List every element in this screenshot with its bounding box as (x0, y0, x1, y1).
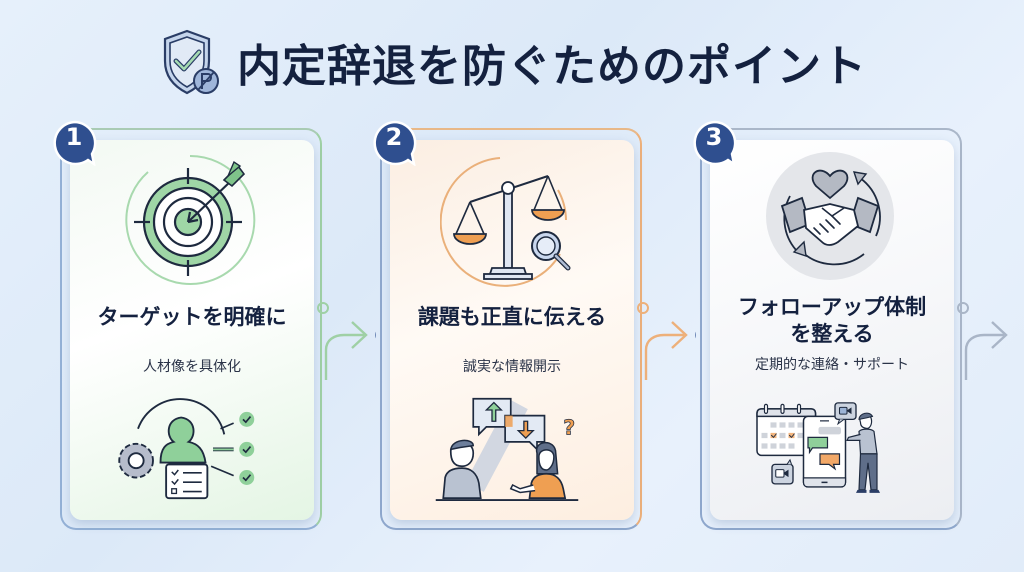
magnifier-icon (531, 231, 571, 271)
video-call-icon (771, 458, 794, 485)
header: 内定辞退を防ぐためのポイント (0, 22, 1024, 102)
step-number: 3 (705, 123, 723, 151)
calendar-icon (756, 403, 817, 457)
speech-bubble-icon (373, 120, 417, 167)
speech-bubble-icon (53, 120, 97, 167)
calendar-phone-support-icon (756, 402, 880, 493)
shield-check-icon (163, 29, 219, 95)
step-number-badge: 2 (372, 120, 418, 167)
step-card-1: 1 ターゲットを明確に 人材像を具体化 (40, 120, 322, 540)
step-number: 1 (65, 123, 83, 151)
step-number-badge: 1 (52, 120, 98, 167)
step-frame (700, 128, 962, 530)
person-icon (846, 412, 880, 493)
conversation-icon: ? (435, 397, 579, 501)
step-number-badge: 3 (692, 120, 738, 167)
step-card-3: 3 フォローアップ体制 を整える 定期的な連絡・サポート (680, 120, 962, 540)
step-title-line-1: フォローアップ体制 (737, 295, 927, 319)
gear-icon (118, 442, 154, 479)
step-title: ターゲットを明確に (97, 305, 287, 329)
video-call-icon (834, 402, 857, 426)
heart-icon (811, 169, 849, 200)
smartphone-icon (802, 415, 847, 488)
arrow-right-icon (957, 302, 1008, 380)
chat-bubble-icon (819, 453, 841, 471)
flow-arrow-connector (956, 290, 1016, 380)
target-arrow-icon (125, 154, 256, 285)
step-subtitle: 誠実な情報開示 (463, 359, 561, 375)
step-title-line-2: を整える (790, 322, 874, 346)
step-card-2: 2 課題も正直に伝える 誠実な情報開示 ? (360, 120, 642, 540)
step-subtitle: 定期的な連絡・サポート (755, 357, 909, 373)
step-frame (60, 128, 322, 530)
step-number: 2 (385, 123, 403, 151)
step-frame (380, 128, 642, 530)
step-title: 課題も正直に伝える (417, 305, 607, 329)
step-subtitle: 人材像を具体化 (143, 359, 241, 375)
chat-bubble-icon (807, 436, 829, 455)
handshake-cycle-icon (766, 152, 894, 280)
scale-magnifier-icon (440, 157, 571, 287)
persona-checklist-icon (118, 398, 255, 500)
speech-bubble-icon (693, 120, 737, 167)
question-mark-icon: ? (563, 415, 575, 439)
page-title: 内定辞退を防ぐためのポイント (237, 41, 867, 92)
